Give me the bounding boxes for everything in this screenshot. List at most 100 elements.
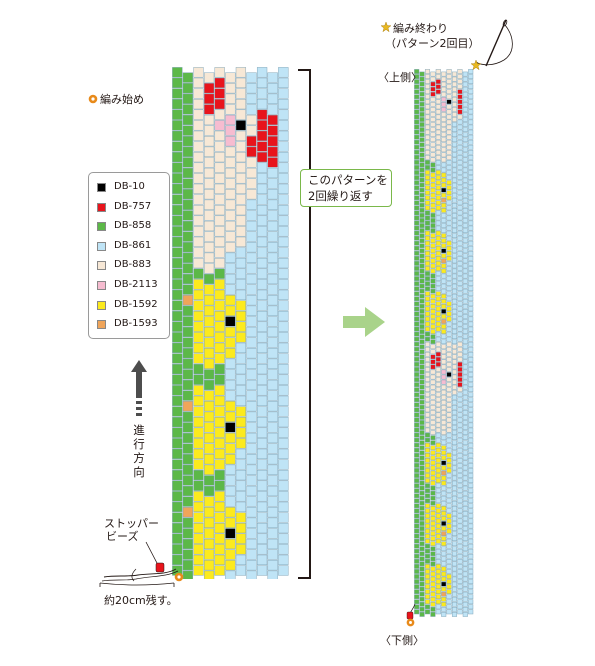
bead: [468, 281, 474, 286]
bead: [172, 427, 183, 438]
bead: [441, 288, 447, 294]
bead: [424, 548, 431, 554]
bead: [446, 185, 452, 191]
bead: [203, 337, 215, 348]
bead: [235, 522, 247, 534]
bead: [193, 533, 204, 544]
bead: [446, 336, 452, 342]
bead: [235, 363, 247, 375]
bead: [435, 155, 441, 160]
bead: [451, 440, 458, 446]
bead: [468, 468, 474, 473]
bead: [414, 119, 420, 125]
bead: [457, 493, 463, 499]
bead: [462, 132, 468, 138]
bead: [256, 67, 268, 78]
bead: [430, 137, 436, 143]
bead: [446, 129, 452, 135]
bead: [446, 463, 452, 468]
bead: [256, 416, 268, 428]
bead: [468, 84, 474, 90]
bead: [267, 252, 278, 263]
bead: [462, 344, 468, 350]
bead: [430, 283, 436, 289]
bead: [430, 273, 436, 279]
bead: [193, 236, 204, 248]
bead: [256, 310, 268, 322]
bead: [446, 74, 452, 79]
bead: [419, 157, 425, 163]
bead: [441, 339, 447, 345]
bead: [468, 301, 474, 307]
bead: [225, 337, 236, 348]
bead: [457, 180, 463, 185]
bead: [419, 566, 425, 572]
bead: [468, 432, 474, 438]
bead: [435, 604, 441, 610]
stopper-thread-diagram: [99, 541, 179, 587]
bead: [419, 101, 425, 107]
bead: [451, 601, 458, 607]
bead: [246, 507, 257, 518]
legend-swatch: [97, 202, 106, 212]
bead: [424, 271, 431, 276]
bead: [446, 387, 452, 393]
bead: [419, 197, 425, 203]
flower-star-icon: [406, 618, 415, 627]
bead: [414, 104, 420, 110]
bead: [457, 589, 463, 595]
bead: [225, 93, 236, 104]
bead: [419, 223, 425, 228]
bead: [462, 571, 468, 577]
bead: [424, 160, 431, 165]
bead: [414, 301, 420, 307]
bead: [414, 170, 420, 175]
bead: [203, 475, 215, 486]
bead: [424, 74, 431, 79]
bead: [451, 253, 458, 259]
bead: [451, 278, 458, 284]
bead: [451, 511, 458, 516]
bead: [419, 521, 425, 526]
bead: [256, 88, 268, 99]
bead: [419, 309, 425, 314]
bead: [441, 243, 447, 249]
bead: [267, 358, 278, 369]
bead: [203, 507, 215, 518]
bead: [430, 167, 436, 173]
bead: [430, 127, 436, 132]
bead: [414, 367, 420, 372]
bead: [446, 250, 452, 256]
bead: [214, 491, 225, 502]
bead: [246, 422, 257, 433]
bead: [278, 310, 289, 322]
bead: [441, 460, 447, 466]
bead: [468, 538, 474, 544]
bead: [419, 238, 425, 244]
bead: [441, 379, 447, 385]
bead: [435, 119, 441, 125]
bead: [225, 178, 236, 189]
bead: [414, 175, 420, 180]
bead: [424, 412, 431, 418]
bead: [235, 512, 247, 523]
bead: [462, 425, 468, 430]
bead: [441, 86, 447, 92]
bead: [246, 560, 257, 571]
bead: [278, 522, 289, 534]
bead: [462, 445, 468, 451]
bead: [424, 382, 431, 387]
bead: [462, 485, 468, 491]
bead: [462, 601, 468, 607]
bead: [256, 98, 268, 110]
bead: [225, 146, 236, 157]
bead: [235, 151, 247, 163]
bead: [172, 120, 183, 131]
bead: [246, 454, 257, 465]
bead: [451, 137, 458, 143]
bead: [430, 556, 436, 562]
bead: [172, 98, 183, 110]
bead: [256, 353, 268, 364]
bead: [430, 248, 436, 254]
bead: [246, 432, 257, 444]
